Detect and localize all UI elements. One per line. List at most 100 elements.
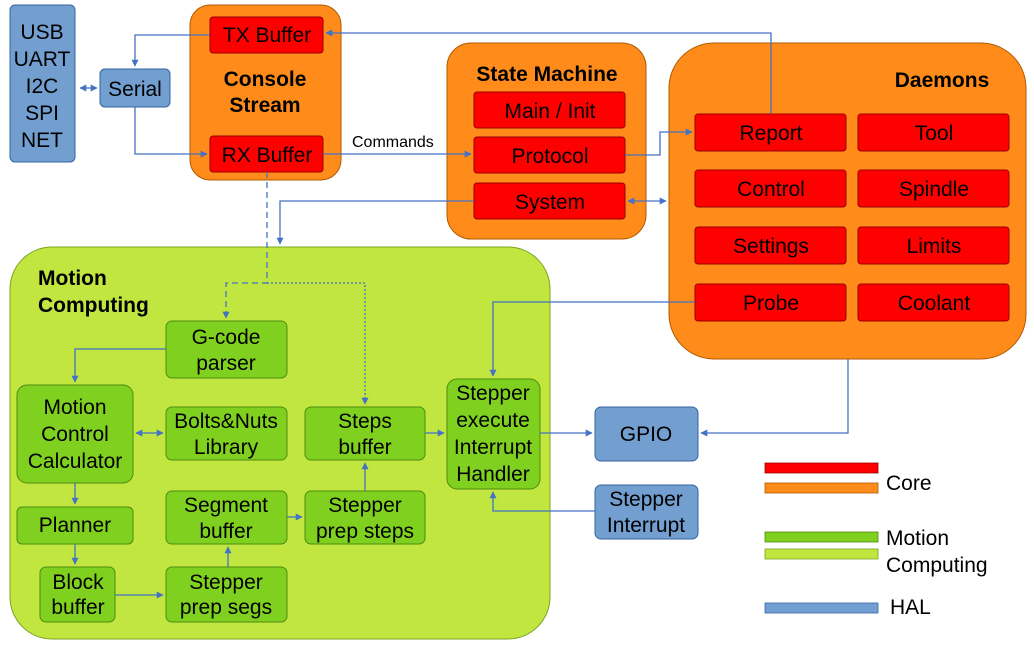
serial-box: Serial — [99, 68, 171, 108]
stepper-prep-steps-label-2: prep steps — [316, 520, 414, 543]
stepper-execute-label-3: Interrupt — [454, 436, 532, 459]
interface-net: NET — [21, 129, 63, 152]
planner-label: Planner — [39, 514, 111, 537]
console-stream-title-1: Console — [224, 68, 307, 91]
bolts-nuts-library-box: Bolts&Nuts Library — [165, 406, 288, 461]
motion-computing-title-2: Computing — [38, 294, 149, 317]
daemon-spindle-box: Spindle — [857, 169, 1010, 208]
daemon-probe-box: Probe — [694, 283, 847, 322]
legend: Core Motion Computing HAL — [764, 462, 988, 619]
daemon-limits-box: Limits — [857, 226, 1010, 265]
legend-motion-light-swatch — [764, 548, 879, 560]
stepper-prep-segs-label-2: prep segs — [180, 596, 272, 619]
state-protocol-label: Protocol — [511, 145, 588, 168]
stepper-execute-label-1: Stepper — [456, 382, 530, 405]
legend-core-orange-swatch — [764, 482, 879, 494]
daemon-coolant-label: Coolant — [898, 292, 971, 315]
arrow-tx-to-serial — [131, 34, 210, 67]
motion-control-calculator-box: Motion Control Calculator — [16, 384, 134, 484]
gcode-parser-label-2: parser — [196, 352, 256, 375]
stepper-interrupt-label-1: Stepper — [609, 488, 683, 511]
steps-buffer-box: Steps buffer — [304, 406, 426, 461]
planner-box: Planner — [16, 506, 134, 545]
legend-core-red-swatch — [764, 462, 879, 474]
commands-label: Commands — [352, 134, 434, 151]
steps-buffer-label-1: Steps — [338, 410, 392, 433]
stepper-prep-steps-box: Stepper prep steps — [304, 490, 426, 545]
gcode-parser-box: G-code parser — [165, 320, 288, 379]
interface-i2c: I2C — [26, 75, 59, 98]
arrow-report-to-tx — [325, 29, 772, 114]
daemon-report-label: Report — [739, 122, 802, 145]
block-buffer-label-2: buffer — [51, 596, 104, 619]
daemon-tool-box: Tool — [857, 113, 1010, 152]
arrow-rx-to-steps-dotted — [267, 282, 369, 405]
arrow-protocol-to-report — [625, 128, 693, 156]
state-protocol-box: Protocol — [473, 136, 626, 174]
legend-core-label: Core — [886, 472, 932, 495]
segment-buffer-box: Segment buffer — [165, 490, 288, 545]
arrow-stepper-interrupt-to-execute — [489, 491, 595, 512]
steps-buffer-label-2: buffer — [338, 436, 391, 459]
stepper-execute-label-4: Handler — [456, 463, 530, 486]
legend-motion-label-2: Computing — [886, 554, 988, 577]
segment-buffer-label-1: Segment — [184, 494, 268, 517]
state-system-box: System — [473, 182, 626, 220]
arrow-gcode-to-motion-control — [71, 348, 166, 383]
tx-buffer-box: TX Buffer — [209, 16, 324, 54]
stepper-execute-box: Stepper execute Interrupt Handler — [446, 378, 541, 490]
motion-computing-title-1: Motion — [38, 267, 107, 290]
daemon-spindle-label: Spindle — [899, 178, 969, 201]
segment-buffer-label-2: buffer — [199, 520, 252, 543]
state-main-init-label: Main / Init — [504, 100, 595, 123]
legend-motion-label-1: Motion — [886, 527, 949, 550]
stepper-interrupt-label-2: Interrupt — [607, 514, 685, 537]
stepper-execute-label-2: execute — [456, 409, 530, 432]
tx-buffer-label: TX Buffer — [223, 24, 311, 47]
rx-buffer-box: RX Buffer — [209, 135, 324, 173]
motion-control-label-3: Calculator — [28, 450, 123, 473]
state-system-label: System — [515, 191, 585, 214]
gcode-parser-label-1: G-code — [192, 326, 261, 349]
bolts-nuts-label-1: Bolts&Nuts — [174, 410, 278, 433]
state-main-init-box: Main / Init — [473, 91, 626, 129]
console-stream-title-2: Stream — [229, 94, 300, 117]
legend-hal-label: HAL — [890, 596, 931, 619]
stepper-prep-segs-box: Stepper prep segs — [165, 566, 288, 623]
daemon-probe-label: Probe — [743, 292, 799, 315]
daemon-limits-label: Limits — [907, 235, 962, 258]
legend-hal-swatch — [764, 602, 879, 614]
daemon-report-box: Report — [694, 113, 847, 152]
daemon-control-label: Control — [737, 178, 805, 201]
daemon-control-box: Control — [694, 169, 847, 208]
block-buffer-label-1: Block — [52, 571, 104, 594]
rx-buffer-label: RX Buffer — [222, 144, 313, 167]
bolts-nuts-label-2: Library — [194, 436, 259, 459]
gpio-label: GPIO — [620, 423, 673, 446]
state-machine-title: State Machine — [476, 63, 617, 86]
hal-interfaces-box: USB UART I2C SPI NET — [9, 4, 76, 163]
stepper-prep-steps-label-1: Stepper — [328, 494, 402, 517]
arrow-rx-to-gcode-dashed — [222, 172, 268, 319]
legend-motion-dark-swatch — [764, 531, 879, 543]
daemons-title: Daemons — [895, 69, 990, 92]
daemon-tool-label: Tool — [915, 122, 954, 145]
block-buffer-box: Block buffer — [39, 566, 116, 623]
stepper-prep-segs-label-1: Stepper — [189, 571, 263, 594]
daemon-settings-box: Settings — [694, 226, 847, 265]
arrow-daemons-to-gpio — [700, 359, 849, 437]
interface-uart: UART — [14, 48, 71, 71]
gpio-box: GPIO — [594, 406, 699, 462]
interface-usb: USB — [20, 21, 63, 44]
motion-control-label-1: Motion — [43, 396, 106, 419]
arrow-probe-to-stepper-execute — [489, 301, 695, 377]
daemon-settings-label: Settings — [733, 235, 809, 258]
arrow-system-to-motion — [276, 200, 474, 245]
interface-spi: SPI — [25, 102, 59, 125]
arrow-serial-to-rx — [134, 107, 208, 158]
serial-label: Serial — [108, 78, 162, 101]
stepper-interrupt-box: Stepper Interrupt — [594, 484, 699, 540]
daemon-coolant-box: Coolant — [857, 283, 1010, 322]
motion-control-label-2: Control — [41, 423, 109, 446]
